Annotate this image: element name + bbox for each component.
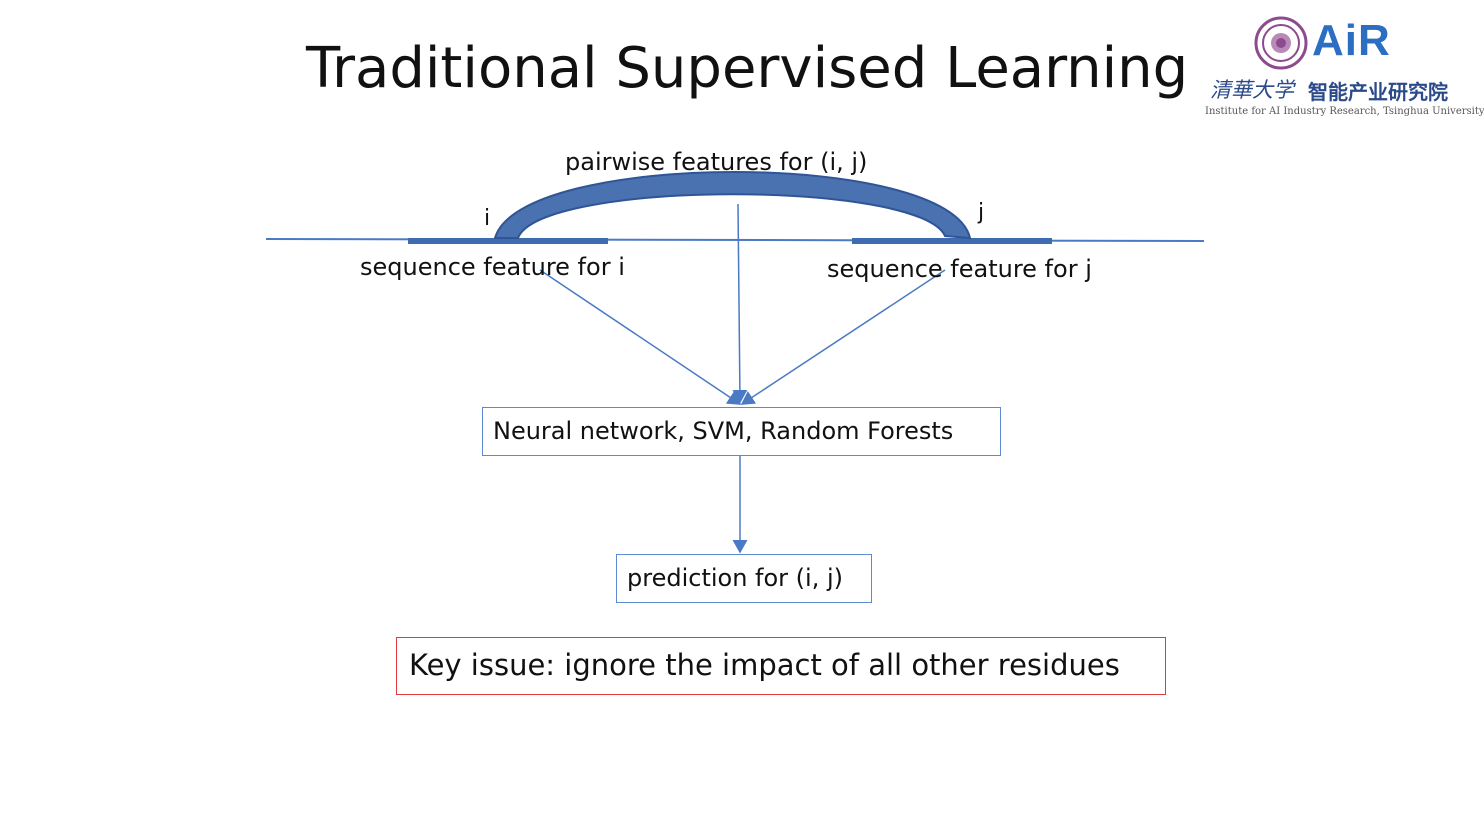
- segment-j: [852, 238, 1052, 244]
- model-box: Neural network, SVM, Random Forests: [482, 407, 1001, 456]
- arrow-from-seq-i: [539, 269, 742, 405]
- sequence-line: [265, 238, 1205, 242]
- prediction-box: prediction for (i, j): [616, 554, 872, 603]
- logo-brand: AiR: [1312, 16, 1391, 65]
- tsinghua-seal-icon: [1254, 16, 1308, 70]
- sequence-feature-i-label: sequence feature for i: [360, 253, 625, 281]
- segment-i: [408, 238, 608, 244]
- key-issue-box: Key issue: ignore the impact of all othe…: [396, 637, 1166, 695]
- residue-j-label: j: [978, 200, 985, 225]
- pairwise-features-label: pairwise features for (i, j): [565, 148, 868, 176]
- pairwise-arc: [493, 171, 972, 240]
- arrow-from-pairwise: [732, 203, 748, 404]
- logo-institute-en: Institute for AI Industry Research, Tsin…: [1205, 106, 1484, 117]
- residue-i-label: i: [484, 206, 491, 231]
- sequence-feature-j-label: sequence feature for j: [827, 255, 1092, 283]
- logo-institute-cn: 智能产业研究院: [1308, 80, 1448, 104]
- slide-title: Traditional Supervised Learning: [306, 36, 1189, 101]
- arrow-from-seq-j: [740, 269, 946, 405]
- logo-chinese-name: 清華大学: [1210, 78, 1294, 102]
